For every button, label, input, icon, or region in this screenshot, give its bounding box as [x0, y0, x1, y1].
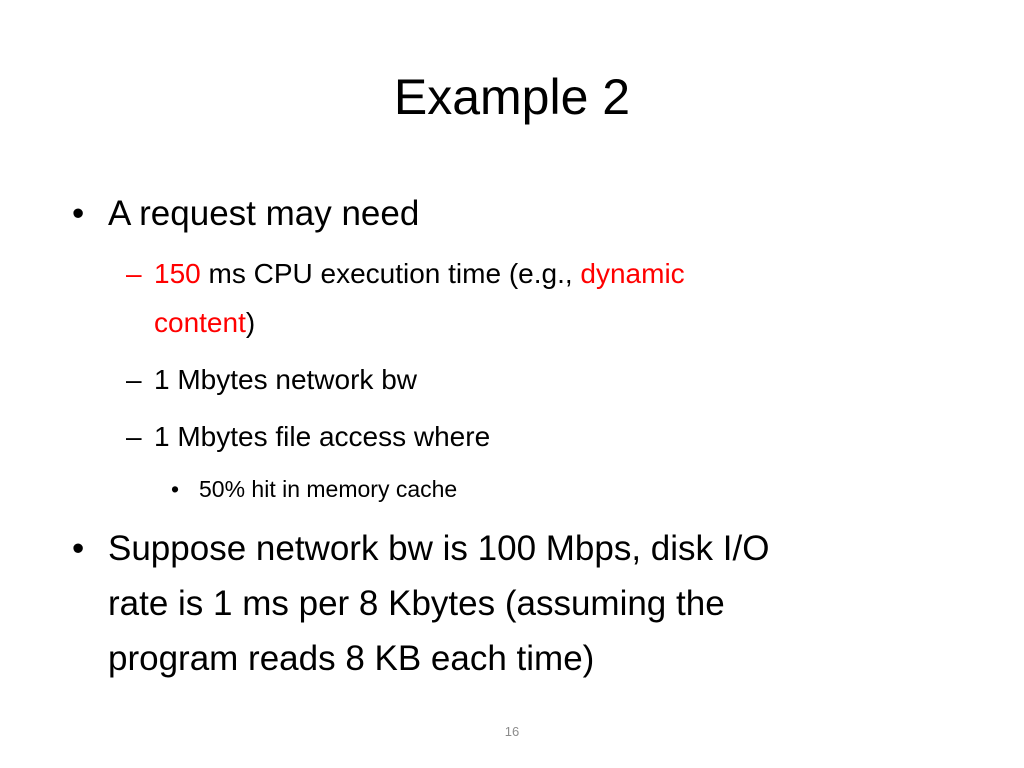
- bullet-suppose-line1: Suppose network bw is 100 Mbps, disk I/O: [108, 529, 770, 568]
- sub-bullet-marker: –: [126, 258, 142, 289]
- bullet-request-may-need: A request may need: [108, 194, 420, 233]
- cpu-time-value: 150: [154, 258, 201, 289]
- dynamic-text: dynamic: [580, 258, 685, 289]
- cpu-time-text: ms CPU execution time (e.g.,: [200, 258, 581, 289]
- bullet-marker: •: [72, 529, 85, 568]
- slide-title: Example 2: [393, 69, 631, 125]
- sub-bullet-file-access: 1 Mbytes file access where: [154, 421, 491, 452]
- sub-sub-bullet-marker: •: [171, 476, 180, 502]
- sub-bullet-cpu-time: 150 ms CPU execution time (e.g., dynamic: [154, 249, 685, 299]
- sub-bullet-cpu-time-continued: content): [154, 298, 255, 348]
- closing-paren: ): [245, 307, 256, 338]
- bullet-suppose-line2: rate is 1 ms per 8 Kbytes (assuming the: [108, 584, 725, 623]
- sub-bullet-marker: –: [126, 364, 142, 395]
- bullet-suppose-line3: program reads 8 KB each time): [108, 639, 595, 678]
- sub-sub-bullet-cache-hit: 50% hit in memory cache: [199, 476, 458, 502]
- sub-bullet-network-bw: 1 Mbytes network bw: [154, 364, 417, 395]
- page-number: 16: [504, 724, 520, 739]
- sub-bullet-marker: –: [126, 421, 142, 452]
- bullet-marker: •: [72, 194, 85, 233]
- content-text: content: [154, 307, 246, 338]
